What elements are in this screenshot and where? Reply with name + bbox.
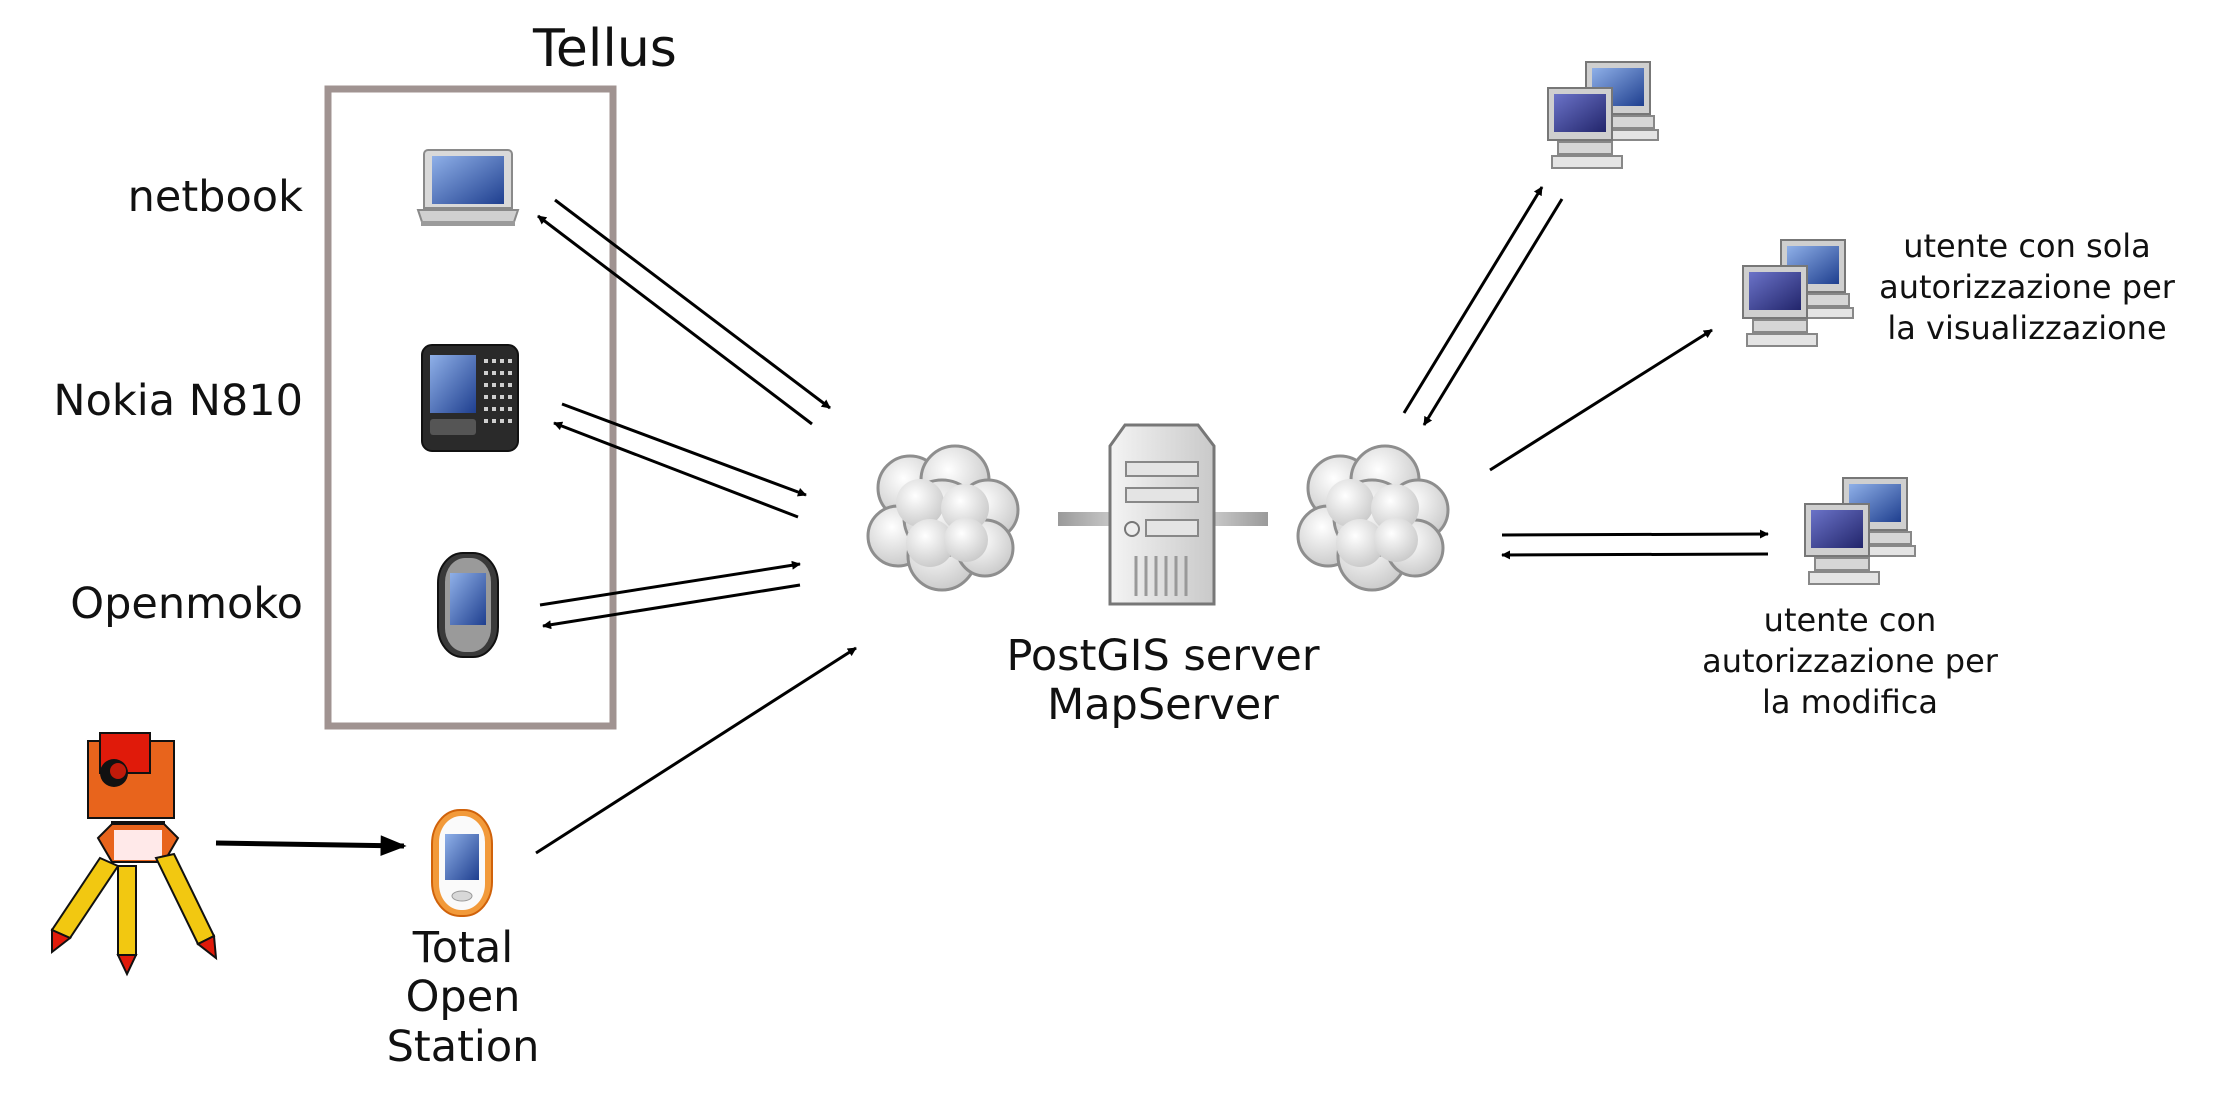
- tellus-frame: [324, 85, 617, 730]
- connection-arrows: [215, 186, 1769, 857]
- viewer-user-label: utente con sola autorizzazione per la vi…: [1879, 227, 2175, 347]
- handheld-orange-icon: [431, 809, 493, 917]
- desktop-computers-icon: [1804, 477, 1916, 585]
- device-label-openmoko: Openmoko: [70, 579, 303, 629]
- arrow-netbook-to-cloud: [554, 198, 831, 410]
- total-station-icon: [50, 732, 218, 977]
- device-label-netbook: netbook: [127, 172, 303, 222]
- arrow-cloud-to-netbook: [537, 214, 813, 426]
- arrow-cloud-to-nokia: [553, 421, 799, 519]
- editor-user-label: utente con autorizzazione per la modific…: [1702, 601, 1998, 721]
- arrow-handheld-to-cloud: [535, 646, 857, 855]
- arrow-nokia-to-cloud: [561, 402, 807, 497]
- arrow-cloud-to-editor: [1501, 529, 1769, 539]
- total-open-station-label: Total Open Station: [386, 923, 540, 1072]
- arrow-cloud-to-openmoko: [542, 583, 801, 630]
- arrow-station-to-handheld: [215, 835, 407, 857]
- device-label-nokia: Nokia N810: [53, 376, 303, 426]
- desktop-computers-icon: [1547, 61, 1659, 169]
- arrow-desktop-top-to-cloud: [1422, 198, 1564, 426]
- laptop-icon: [416, 149, 520, 226]
- arrow-editor-to-cloud: [1501, 550, 1769, 560]
- arrow-openmoko-to-cloud: [539, 560, 801, 607]
- arrow-cloud-to-desktop-top: [1402, 186, 1544, 414]
- pda-keyboard-icon: [421, 344, 519, 452]
- smartphone-icon: [437, 552, 499, 658]
- server-label: PostGIS server MapServer: [1006, 631, 1320, 731]
- arrow-cloud-to-viewer: [1489, 328, 1713, 472]
- group-title: Tellus: [533, 19, 677, 79]
- cloud-icon: [1296, 444, 1450, 592]
- desktop-computers-icon: [1742, 239, 1854, 347]
- cloud-icon: [866, 444, 1020, 592]
- server-tower-icon: [1058, 423, 1268, 606]
